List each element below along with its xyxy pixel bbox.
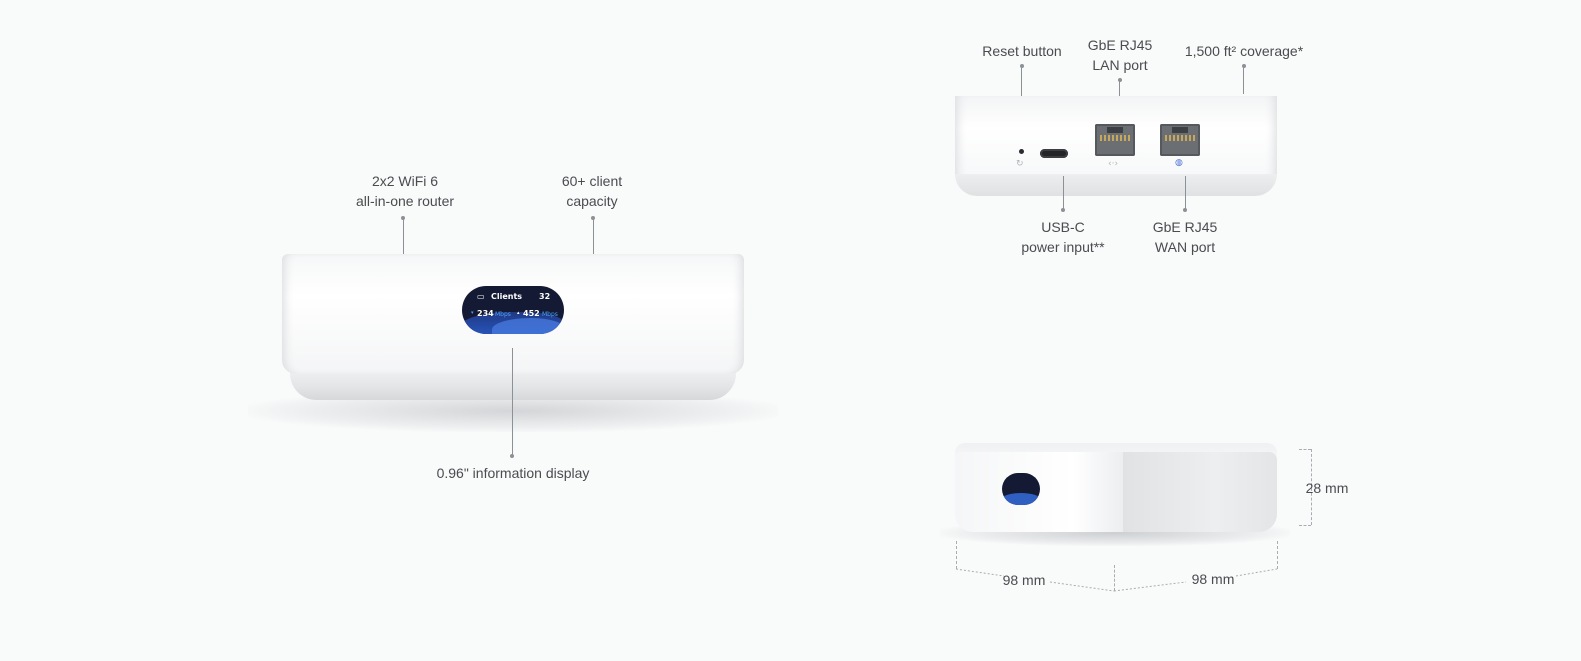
width-label: 98 mm [1002,572,1046,588]
coverage-callout: 1,500 ft² coverage* [1184,43,1304,59]
laptop-icon: ▭ [477,292,485,301]
clients-callout: 60+ client capacity [561,173,623,209]
wan-callout-dot [1183,208,1187,212]
wan-port [1160,124,1200,156]
usbc-callout: USB-C power input** [1021,219,1105,255]
lan-port [1095,124,1135,156]
wifi-callout-dot [401,216,405,220]
width-tick-center [1114,565,1115,591]
height-dimension-line [1311,449,1312,525]
wifi-callout: 2x2 WiFi 6 all-in-one router [355,173,455,209]
display-count: 32 [539,292,551,301]
wan-callout: GbE RJ45 WAN port [1152,219,1218,255]
display-title: Clients [491,292,523,301]
download-arrow-icon: ▾ [471,310,474,316]
router-angled-side [1123,452,1277,532]
width-tick-left [956,541,957,569]
display-down-value: 234 [477,309,494,318]
globe-icon: ◍ [1175,158,1183,168]
reset-icon: ↻ [1016,159,1024,169]
lan-callout-dot [1118,78,1122,82]
display-down-unit: Mbps [495,311,511,318]
display-callout: 0.96" information display [436,465,590,481]
wan-callout-line [1185,176,1186,210]
router-front-base [290,370,736,400]
height-tick-bottom [1299,525,1311,526]
height-label: 28 mm [1305,480,1349,496]
dimension-lines [955,568,1278,592]
information-display: ▭ Clients 32 ▾ 234 Mbps ▴ 452 Mbps [462,286,564,334]
usbc-port [1040,149,1068,158]
clients-callout-line [593,218,594,256]
reset-button [1019,149,1024,154]
router-back-base [955,174,1277,196]
lan-callout: GbE RJ45 LAN port [1087,37,1153,73]
usbc-callout-dot [1061,208,1065,212]
reset-callout-dot [1020,64,1024,68]
upload-arrow-icon: ▴ [517,310,520,316]
depth-label: 98 mm [1191,571,1235,587]
mini-information-display [1002,473,1040,505]
display-up-unit: Mbps [542,311,558,318]
depth-tick-right [1277,541,1278,569]
display-callout-line [512,348,513,456]
display-callout-dot [510,454,514,458]
coverage-callout-dot [1242,64,1246,68]
coverage-callout-line [1243,66,1244,94]
display-wave-front [492,318,564,334]
lan-arrows-icon: ‹·› [1108,159,1119,169]
reset-callout: Reset button [982,43,1062,59]
clients-callout-dot [591,216,595,220]
usbc-callout-line [1063,176,1064,210]
display-up-value: 452 [523,309,540,318]
height-tick-top [1299,449,1311,450]
wifi-callout-line [403,218,404,256]
